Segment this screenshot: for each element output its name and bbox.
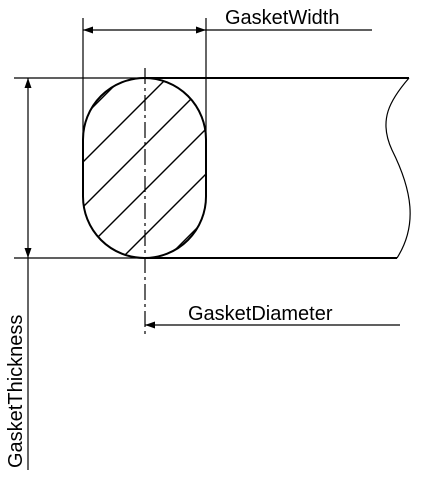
diameter-label: GasketDiameter xyxy=(188,303,333,325)
gasket-strip xyxy=(145,77,411,259)
width-label: GasketWidth xyxy=(225,7,339,29)
width-dimension: GasketWidth xyxy=(82,7,372,140)
gasket-cross-section xyxy=(82,68,207,335)
diameter-dimension: GasketDiameter xyxy=(145,303,400,329)
cross-section-hatching xyxy=(83,78,206,258)
strip-break-line xyxy=(385,77,411,259)
thickness-dimension: GasketThickness xyxy=(5,77,148,470)
thickness-label: GasketThickness xyxy=(5,315,27,468)
